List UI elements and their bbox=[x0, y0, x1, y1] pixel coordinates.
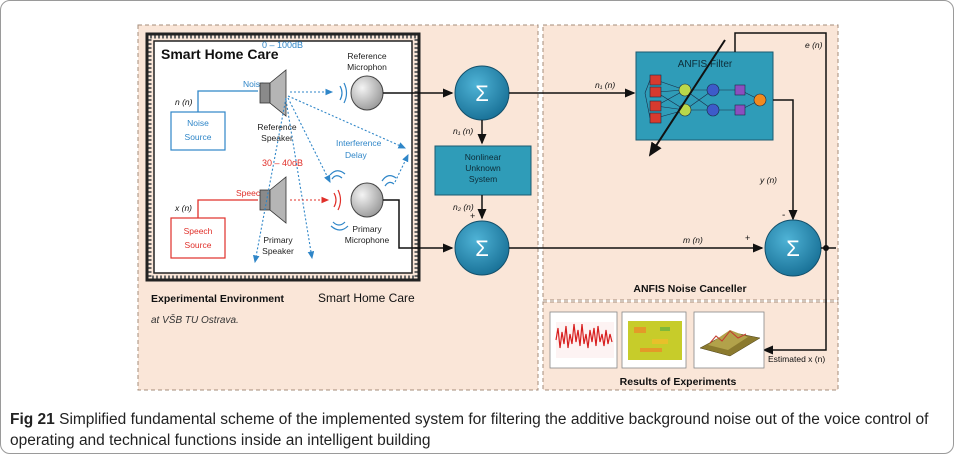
noise-source-line1: Noise bbox=[187, 118, 209, 128]
nonlinear-line3: System bbox=[469, 174, 497, 184]
reference-speaker-line1: Reference bbox=[257, 122, 296, 132]
results-title: Results of Experiments bbox=[620, 376, 737, 388]
speech-source-line1: Speech bbox=[184, 226, 213, 236]
error-feedback-line bbox=[734, 32, 827, 248]
result-thumbnail-3 bbox=[693, 311, 765, 369]
y-signal-label: y (n) bbox=[759, 175, 777, 185]
room-outer bbox=[145, 32, 421, 282]
sum-symbol-2: Σ bbox=[475, 236, 489, 261]
neural-network-icon bbox=[644, 74, 767, 124]
primary-signal-line bbox=[383, 199, 454, 253]
n2-label: n₂ (n) bbox=[453, 202, 474, 212]
nonlinear-system-box bbox=[434, 145, 532, 196]
noise-source-box bbox=[170, 111, 226, 151]
m-signal-label: m (n) bbox=[683, 235, 703, 245]
noise-range: 0 – 100dB bbox=[262, 40, 303, 50]
primary-speaker-icon bbox=[259, 176, 287, 224]
plus-sign-1: + bbox=[470, 211, 475, 221]
result-thumbnail-1 bbox=[549, 311, 618, 369]
canceller-title: ANFIS Noise Canceller bbox=[633, 283, 746, 295]
interference-line1: Interference bbox=[336, 138, 382, 148]
primary-mic-icon bbox=[350, 182, 384, 218]
room-title: Smart Home Care bbox=[161, 46, 279, 62]
noise-wire bbox=[197, 90, 258, 112]
n1-down-label: n₁ (n) bbox=[453, 126, 473, 136]
reference-speaker-icon bbox=[259, 69, 287, 117]
sum-symbol-1: Σ bbox=[475, 81, 489, 106]
environment-title-2: Smart Home Care bbox=[318, 291, 415, 305]
speech-wire bbox=[197, 199, 258, 218]
result-thumbnail-2 bbox=[621, 311, 687, 369]
reference-mic-icon bbox=[350, 75, 384, 111]
sum-symbol-3: Σ bbox=[786, 236, 800, 261]
anfis-output-line bbox=[773, 99, 798, 221]
primary-mic-line2: Microphone bbox=[345, 235, 390, 245]
figure-caption: Fig 21 Simplified fundamental scheme of … bbox=[10, 409, 940, 451]
environment-location: at VŠB TU Ostrava. bbox=[151, 313, 239, 326]
reference-mic-line2: Microphon bbox=[347, 62, 387, 72]
anfis-filter-title: ANFIS Filter bbox=[678, 59, 733, 70]
nonlinear-line1: Nonlinear bbox=[465, 152, 502, 162]
reference-mic-line1: Reference bbox=[347, 51, 386, 61]
primary-speaker-line2: Speaker bbox=[262, 246, 294, 256]
x-signal-label: x (n) bbox=[174, 203, 192, 213]
interference-line2: Delay bbox=[345, 150, 367, 160]
noise-label: Noise bbox=[243, 79, 265, 89]
speech-label: Speech bbox=[236, 188, 265, 198]
anfis-adapt-arrow bbox=[648, 39, 726, 157]
n-signal-label: n (n) bbox=[175, 97, 193, 107]
primary-mic-line1: Primary bbox=[352, 224, 382, 234]
reference-speaker-line2: Speaker bbox=[261, 133, 293, 143]
environment-title: Experimental Environment bbox=[151, 293, 285, 305]
plus-sign-2: + bbox=[745, 233, 750, 243]
speech-source-line2: Source bbox=[185, 240, 212, 250]
room-hatch bbox=[148, 35, 418, 279]
noise-source-line2: Source bbox=[185, 132, 212, 142]
speech-source-box bbox=[170, 217, 226, 259]
nonlinear-line2: Unknown bbox=[465, 163, 501, 173]
sound-waves-icon bbox=[329, 82, 397, 231]
interference-paths bbox=[252, 88, 409, 264]
estimated-label: Estimated x (n) bbox=[768, 354, 825, 364]
figure-label: Fig 21 bbox=[10, 411, 55, 428]
estimated-output-line bbox=[762, 248, 827, 355]
figure-caption-text: Simplified fundamental scheme of the imp… bbox=[10, 411, 929, 449]
minus-sign: - bbox=[782, 210, 785, 221]
n1-out-label: n₁ (n) bbox=[595, 80, 615, 90]
e-signal-label: e (n) bbox=[805, 40, 823, 50]
speech-range: 30 – 40dB bbox=[262, 158, 303, 168]
primary-speaker-line1: Primary bbox=[263, 235, 293, 245]
